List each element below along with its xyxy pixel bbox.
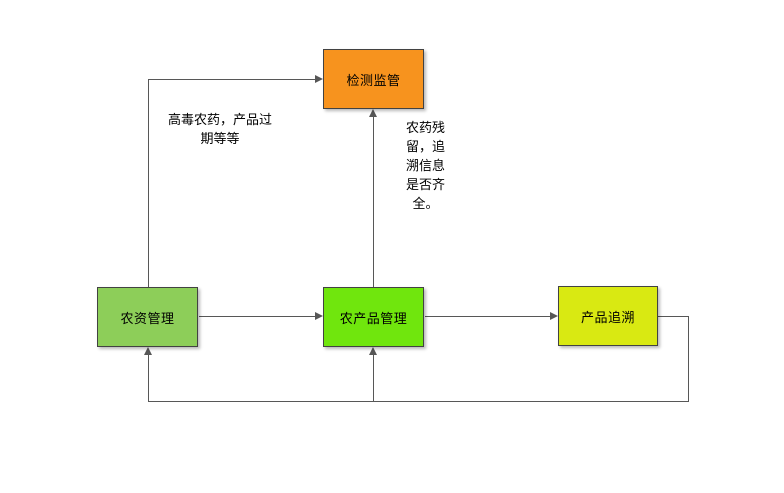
connector-feedback-right-vertical <box>688 316 689 402</box>
node-detection-supervision: 检测监管 <box>323 49 424 109</box>
arrowhead-into-products-bottom-icon <box>369 347 377 355</box>
node-agri-products-management-label: 农产品管理 <box>339 310 408 326</box>
arrowhead-into-detection-left-icon <box>315 75 323 83</box>
annotation-right-note: 农药残 留，追 溯信息 是否齐 全。 <box>405 120 445 211</box>
node-product-traceability: 产品追溯 <box>558 286 658 346</box>
connector-products-to-traceability <box>425 316 550 317</box>
node-agri-products-management: 农产品管理 <box>323 287 424 347</box>
arrowhead-into-traceability-left-icon <box>550 312 558 320</box>
arrowhead-into-detection-bottom-icon <box>369 109 377 117</box>
connector-materials-to-detection-vertical <box>148 79 149 287</box>
annotation-left-note: 高毒农药，产品过 期等等 <box>167 112 272 146</box>
connector-feedback-to-products <box>373 355 374 401</box>
node-agri-materials-management-label: 农资管理 <box>120 310 175 326</box>
arrowhead-into-materials-bottom-icon <box>144 347 152 355</box>
node-detection-supervision-label: 检测监管 <box>346 72 401 88</box>
connector-traceability-exit-horizontal <box>658 316 689 317</box>
connector-feedback-bottom-horizontal <box>148 401 689 402</box>
connector-feedback-to-materials <box>148 355 149 401</box>
connector-materials-to-products <box>199 316 315 317</box>
node-agri-materials-management: 农资管理 <box>97 287 198 347</box>
node-product-traceability-label: 产品追溯 <box>580 309 635 325</box>
connector-products-to-detection <box>373 117 374 287</box>
arrowhead-into-products-left-icon <box>315 312 323 320</box>
connector-materials-to-detection-horizontal <box>148 79 315 80</box>
